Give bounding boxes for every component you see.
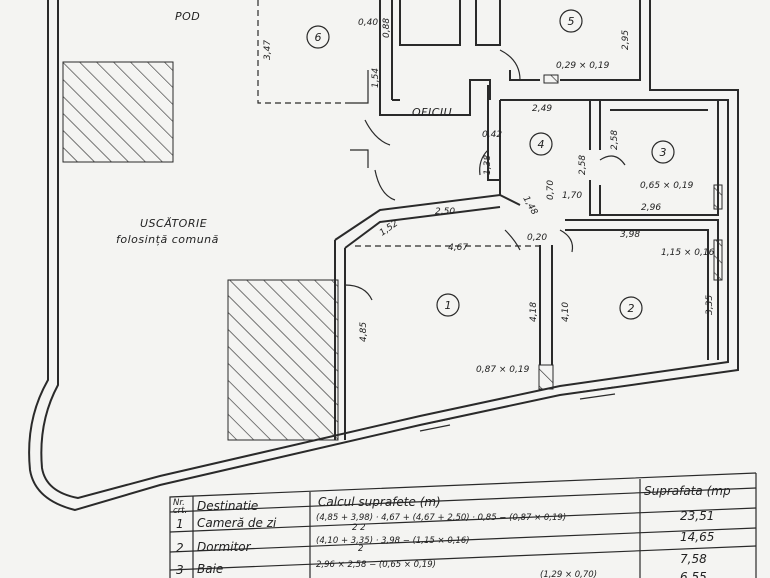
dim-0-65: 0,65 × 0,19 xyxy=(640,181,694,191)
table-row-1-nr: 1 xyxy=(176,517,184,531)
outer-boundary xyxy=(28,0,739,512)
dim-2-58b: 2,58 xyxy=(610,130,620,150)
room-number-1: 1 xyxy=(445,299,452,312)
dim-2-49: 2,49 xyxy=(532,104,552,114)
table-header-nr: Nr. xyxy=(173,498,185,508)
table-row-3-calc: 2,96 × 2,58 − (0,65 × 0,19) xyxy=(316,560,436,570)
dim-0-42: 0,42 xyxy=(482,130,502,140)
door-arc-9 xyxy=(350,149,369,168)
dim-4-10: 4,10 xyxy=(561,302,571,322)
door-arc-6 xyxy=(364,119,391,146)
door-arc-3 xyxy=(559,229,574,253)
dim-4-85: 4,85 xyxy=(359,322,369,342)
table-row-4-surf-partial: 6,55 xyxy=(680,570,707,578)
dim-1-15: 1,15 × 0,16 xyxy=(661,248,715,258)
table-row-2-nr: 2 xyxy=(176,541,184,555)
dim-3-98: 3,98 xyxy=(620,230,640,240)
label-pod: POD xyxy=(175,10,200,23)
table-row-2-surf: 14,65 xyxy=(680,530,714,544)
dim-2-95: 2,95 xyxy=(621,30,631,50)
hatched-area-middle xyxy=(227,279,339,441)
door-arc-1 xyxy=(344,284,373,301)
dim-0-70: 0,70 xyxy=(546,180,556,200)
dim-0-40: 0,40 xyxy=(358,18,378,28)
table-row-3-nr: 3 xyxy=(176,563,184,577)
dim-0-29: 0,29 × 0,19 xyxy=(556,61,610,71)
table-header-suprafata: Suprafata (mp xyxy=(644,484,731,498)
dim-2-96: 2,96 xyxy=(641,203,661,213)
dim-4-18: 4,18 xyxy=(529,302,539,322)
dim-0-20: 0,20 xyxy=(527,233,547,243)
dim-0-87: 0,87 × 0,19 xyxy=(476,365,530,375)
room-number-6: 6 xyxy=(315,31,322,44)
dim-1-54: 1,54 xyxy=(371,68,381,88)
dim-1-70: 1,70 xyxy=(562,191,582,201)
table-row-4-calc-partial: (1,29 × 0,70) xyxy=(540,570,597,578)
door-arc-5 xyxy=(374,169,396,201)
table-row-2-dest: Dormitor xyxy=(197,540,252,554)
room-number-4: 4 xyxy=(538,138,545,151)
room-6-outline xyxy=(257,0,350,104)
surface-table: Nr. crt. Destinatie Calcul suprafete (m)… xyxy=(169,472,757,578)
label-folosinta: folosință comună xyxy=(116,233,219,246)
table-row-1-surf: 23,51 xyxy=(680,509,714,523)
table-row-1-dest: Cameră de zi xyxy=(197,516,277,530)
table-row-2-denom: 2 xyxy=(358,544,363,554)
label-uscatorie: USCĂTORIE xyxy=(140,217,207,230)
table-row-3-surf: 7,58 xyxy=(680,552,707,566)
table-header-crt: crt. xyxy=(173,506,187,516)
table-row-3-dest: Baie xyxy=(197,562,223,576)
dim-3-47: 3,47 xyxy=(263,40,273,60)
dim-1-38: 1,38 xyxy=(483,155,493,175)
dim-1-48: 1,48 xyxy=(520,195,539,218)
table-header-destinatie: Destinatie xyxy=(197,499,258,513)
room-number-5: 5 xyxy=(568,15,575,28)
dim-2-58a: 2,58 xyxy=(578,155,588,175)
door-arc-4 xyxy=(599,155,626,166)
door-arc-7 xyxy=(499,49,521,81)
dim-2-50: 2,50 xyxy=(435,207,455,217)
door-arc-2 xyxy=(504,229,521,251)
room-number-3: 3 xyxy=(660,146,667,159)
room-number-2: 2 xyxy=(628,302,635,315)
hatched-area-left xyxy=(62,61,174,163)
table-header-calcul: Calcul suprafete (m) xyxy=(318,495,441,509)
dim-4-67: 4,67 xyxy=(448,243,468,253)
label-oficiu: OFICIU xyxy=(412,106,452,119)
door-arc-8 xyxy=(479,149,489,176)
dim-3-35: 3,35 xyxy=(705,295,715,315)
table-row-2-calc: (4,10 + 3,35) · 3,98 − (1,15 × 0,16) xyxy=(316,536,470,546)
table-row-1-calc: (4,85 + 3,98) · 4,67 + (4,67 + 2,50) · 0… xyxy=(316,513,566,523)
dim-0-88: 0,88 xyxy=(382,18,392,38)
table-row-1-denom: 2 2 xyxy=(352,523,366,533)
